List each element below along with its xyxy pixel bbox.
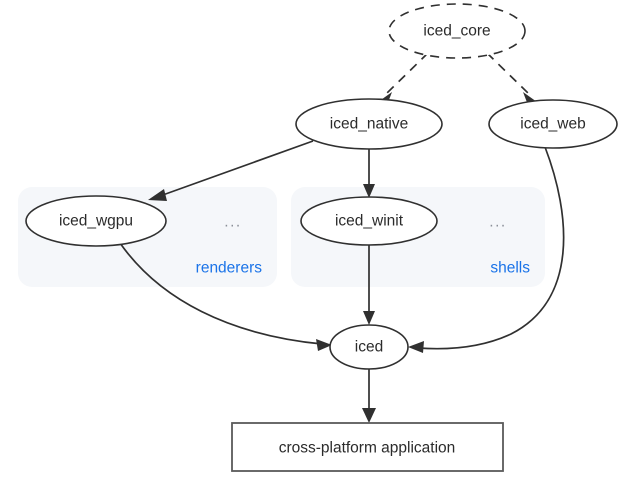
node-iced-winit-shape[interactable] — [300, 196, 438, 246]
edge-wgpu-to-iced — [119, 242, 332, 351]
node-iced[interactable]: iced — [329, 324, 409, 370]
node-iced-web[interactable]: iced_web — [488, 99, 618, 149]
edge-core-to-web — [486, 52, 537, 105]
node-iced-native[interactable]: iced_native — [295, 98, 443, 150]
edge-web-to-iced-path — [417, 146, 565, 350]
edge-native-to-winit-arrow — [363, 184, 375, 198]
edge-core-to-native-path — [385, 52, 429, 95]
node-cross-platform-application[interactable]: cross-platform application — [231, 422, 504, 472]
node-iced-core-shape[interactable] — [388, 3, 526, 59]
edge-native-to-wgpu-path — [159, 140, 314, 197]
edge-iced-to-app — [362, 369, 376, 423]
node-iced-winit[interactable]: iced_winit — [300, 196, 438, 246]
edge-native-to-winit — [363, 149, 375, 198]
node-iced-core[interactable]: iced_core — [388, 3, 526, 59]
edge-web-to-iced — [408, 146, 565, 353]
edge-winit-to-iced — [363, 245, 375, 325]
node-iced-wgpu-shape[interactable] — [25, 195, 167, 247]
node-iced-web-shape[interactable] — [488, 99, 618, 149]
edge-core-to-web-path — [486, 52, 530, 95]
edge-core-to-native — [378, 52, 429, 105]
edge-wgpu-to-iced-arrow — [316, 339, 332, 351]
node-iced-native-shape[interactable] — [295, 98, 443, 150]
node-iced-wgpu[interactable]: iced_wgpu — [25, 195, 167, 247]
node-cross-platform-application-shape[interactable] — [231, 422, 504, 472]
edge-wgpu-to-iced-path — [119, 242, 323, 345]
edge-web-to-iced-arrow — [408, 341, 424, 353]
edge-iced-to-app-arrow — [362, 408, 376, 423]
edge-winit-to-iced-arrow — [363, 311, 375, 325]
edge-native-to-wgpu-arrow — [148, 189, 167, 201]
node-iced-shape[interactable] — [329, 324, 409, 370]
edge-native-to-wgpu — [148, 140, 314, 201]
